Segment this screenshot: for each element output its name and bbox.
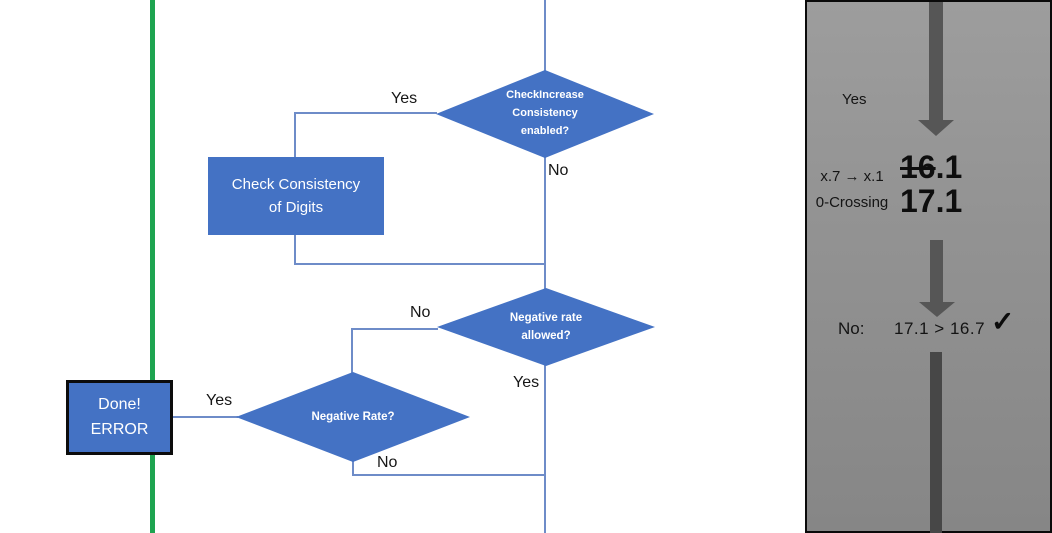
decision-negative-rate-allowed: Negative rate allowed? [437,288,655,366]
value-old: 16.1 [900,150,962,184]
branch-label-yes-bottom: Yes [206,392,233,409]
flow-connector-no-bottom-horizontal [352,474,545,476]
flow-connector-main-vertical [544,0,546,533]
side-panel: Yes x.7 → x.1 0-Crossing 16.1 17.1 No: 1… [805,0,1052,533]
down-arrow-head-icon [918,120,954,136]
branch-label-yes-mid: Yes [513,374,540,391]
branch-label-no-mid: No [410,304,431,321]
flow-connector-no-bottom-vertical [352,460,354,476]
process-check-consistency-of-digits: Check Consistency of Digits [208,157,384,235]
down-arrow-icon [929,2,943,120]
value-old-struck: 16 [900,149,936,185]
down-arrow-2-icon [930,240,943,302]
result-no-label: No: [838,319,865,338]
branch-label-yes-top: Yes [391,90,418,107]
branch-label-no-bottom: No [377,454,398,471]
flow-bar-bottom [930,352,942,533]
flow-connector-yes-bottom-horizontal [172,416,238,418]
flow-connector-no-mid-vertical [351,328,353,374]
branch-label-no-top: No [548,162,569,179]
value-old-rest: .1 [935,149,963,185]
value-new: 17.1 [900,183,963,219]
flow-connector-yes-top-vertical [294,112,296,158]
flow-connector-process-out-horizontal [294,263,545,265]
flow-connector-process-out-vertical [294,235,296,265]
values-block: 16.1 17.1 [900,150,962,218]
flow-connector-yes-top-horizontal [294,112,437,114]
decision-negative-rate: Negative Rate? [236,372,470,462]
terminal-done-error: Done! ERROR [66,380,173,455]
flow-connector-no-mid-horizontal [351,328,438,330]
decision-check-increase-consistency: CheckIncrease Consistency enabled? [436,70,654,158]
mapping-note: x.7 → x.1 0-Crossing [815,168,889,211]
check-icon: ✓ [991,306,1015,337]
green-guide-line [150,0,155,533]
panel-yes-label: Yes [842,91,867,108]
down-arrow-2-head-icon [919,302,955,317]
result-comparison: 17.1 > 16.7 [894,319,986,338]
